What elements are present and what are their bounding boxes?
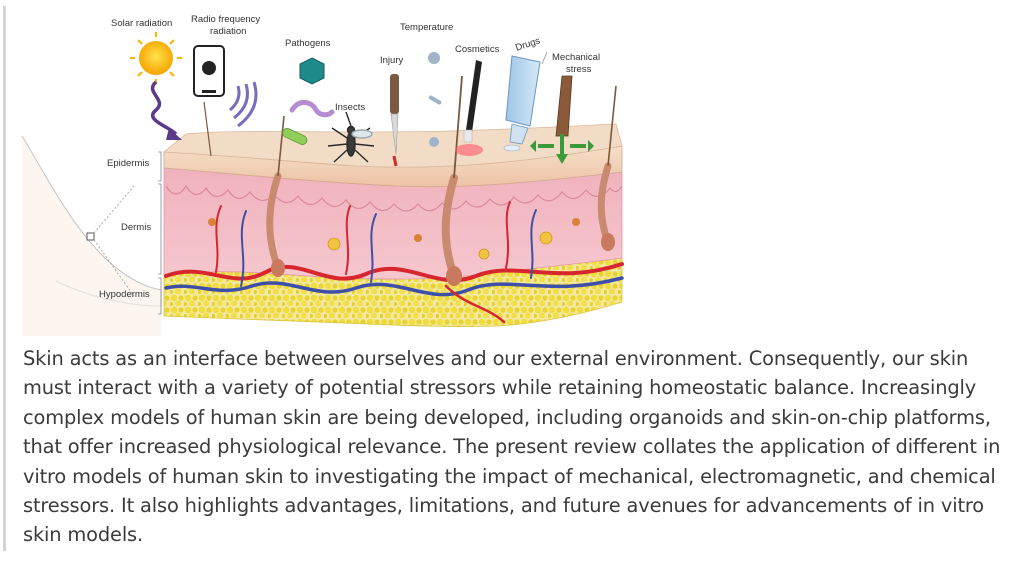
cosmetic-brush-icon bbox=[455, 60, 483, 156]
uv-arrow-icon bbox=[166, 128, 182, 140]
body-shade bbox=[22, 136, 161, 336]
mosquito-icon bbox=[327, 111, 375, 163]
label-hypodermis: Hypodermis bbox=[99, 289, 150, 300]
label-rf-line2: radiation bbox=[210, 26, 246, 37]
phone-icon bbox=[193, 45, 225, 97]
label-solar-radiation: Solar radiation bbox=[111, 18, 172, 29]
mechanical-label-pointer bbox=[541, 51, 548, 65]
blood-vessels bbox=[164, 201, 624, 324]
ice-crystal-icons bbox=[428, 52, 442, 147]
label-rf-line1: Radio frequency bbox=[191, 14, 260, 25]
abstract-paragraph: Skin acts as an interface between oursel… bbox=[23, 347, 1001, 547]
rf-wave-icon bbox=[229, 81, 258, 128]
magnified-region-marker bbox=[86, 232, 95, 241]
label-epidermis: Epidermis bbox=[107, 158, 149, 169]
drug-vial-icon bbox=[503, 55, 541, 152]
label-mechanical-line1: Mechanical bbox=[552, 52, 600, 63]
hair-follicles bbox=[203, 75, 617, 286]
label-injury: Injury bbox=[380, 55, 403, 66]
label-drugs: Drugs bbox=[514, 35, 542, 53]
uv-wave-icon bbox=[150, 80, 178, 136]
dermal-papillae bbox=[165, 184, 623, 212]
layer-brackets bbox=[158, 151, 162, 315]
dermal-cells bbox=[208, 218, 580, 260]
skin-diagram: Solar radiation Radio frequency radiatio… bbox=[21, 14, 624, 336]
sun-icon bbox=[130, 32, 182, 84]
zoom-line-lower bbox=[93, 239, 135, 297]
label-pathogens: Pathogens bbox=[285, 38, 331, 49]
skin-surface bbox=[162, 123, 623, 168]
label-mechanical-line2: stress bbox=[566, 64, 592, 75]
label-dermis: Dermis bbox=[121, 222, 151, 233]
label-temperature: Temperature bbox=[400, 22, 453, 33]
worm-pathogen-icon bbox=[289, 100, 335, 118]
mechanical-probe-icon bbox=[530, 75, 594, 164]
knife-icon bbox=[390, 74, 399, 167]
virus-icon bbox=[299, 57, 325, 85]
skin-stressors-figure: Solar radiation Radio frequency radiatio… bbox=[16, 6, 636, 336]
label-cosmetics: Cosmetics bbox=[455, 44, 500, 55]
label-insects: Insects bbox=[335, 102, 365, 113]
bacterium-icon bbox=[282, 127, 308, 145]
left-border-bar bbox=[3, 6, 6, 551]
